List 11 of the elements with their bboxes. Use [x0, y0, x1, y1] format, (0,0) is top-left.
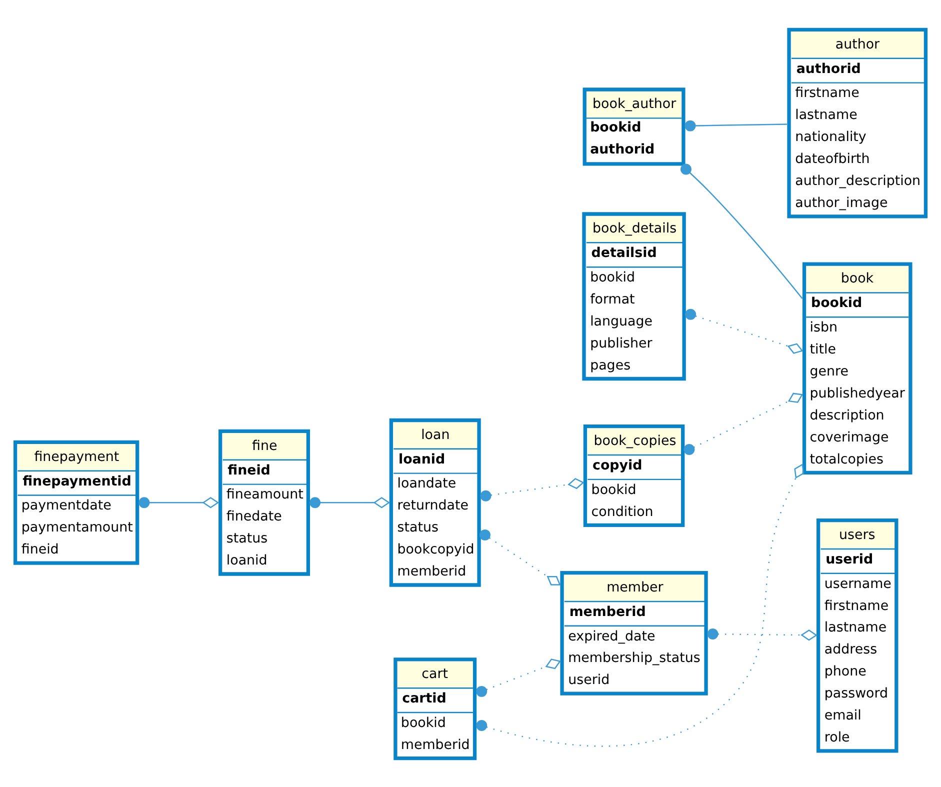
connector: [479, 528, 561, 585]
connector: [684, 392, 804, 455]
connector: [684, 120, 787, 131]
connector: [476, 463, 804, 746]
connector: [480, 477, 584, 501]
connector: [685, 308, 804, 354]
connector: [680, 163, 803, 298]
connector: [707, 628, 818, 640]
connector: [138, 496, 220, 508]
connector: [476, 658, 561, 696]
connector: [310, 496, 390, 508]
